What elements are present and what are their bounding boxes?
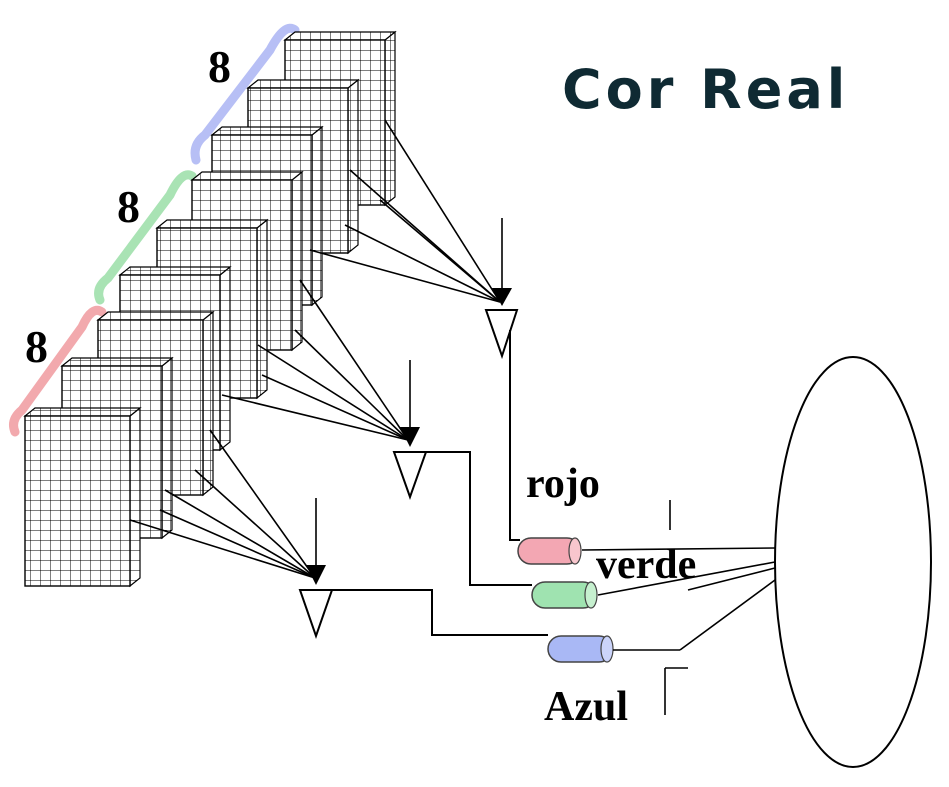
neuron-node-bottom	[298, 589, 334, 640]
cone-blue	[547, 635, 614, 663]
cone-connections	[581, 500, 776, 715]
grid-block	[23, 406, 142, 588]
bracket-blue	[190, 23, 300, 165]
layer-count-blue: 8	[208, 41, 231, 92]
output-wires	[332, 330, 548, 636]
layer-count-green: 8	[117, 181, 140, 232]
output-ellipse	[774, 356, 932, 768]
neuron-nodes	[298, 309, 519, 640]
channel-label-green: verde	[596, 542, 696, 588]
cone-red	[517, 537, 582, 565]
layer-count-red: 8	[25, 321, 48, 372]
neuron-node-top	[484, 309, 519, 360]
input-arrows	[306, 218, 512, 585]
channel-label-blue: Azul	[544, 684, 628, 730]
bracket-green	[94, 170, 197, 305]
convergence-lines	[129, 119, 501, 579]
channel-label-red: rojo	[526, 461, 600, 507]
neuron-node-middle	[392, 451, 428, 500]
diagram-title: Cor Real	[562, 58, 849, 121]
bracket-red	[9, 305, 107, 437]
cone-green	[531, 581, 598, 609]
layer-stack	[23, 30, 397, 588]
